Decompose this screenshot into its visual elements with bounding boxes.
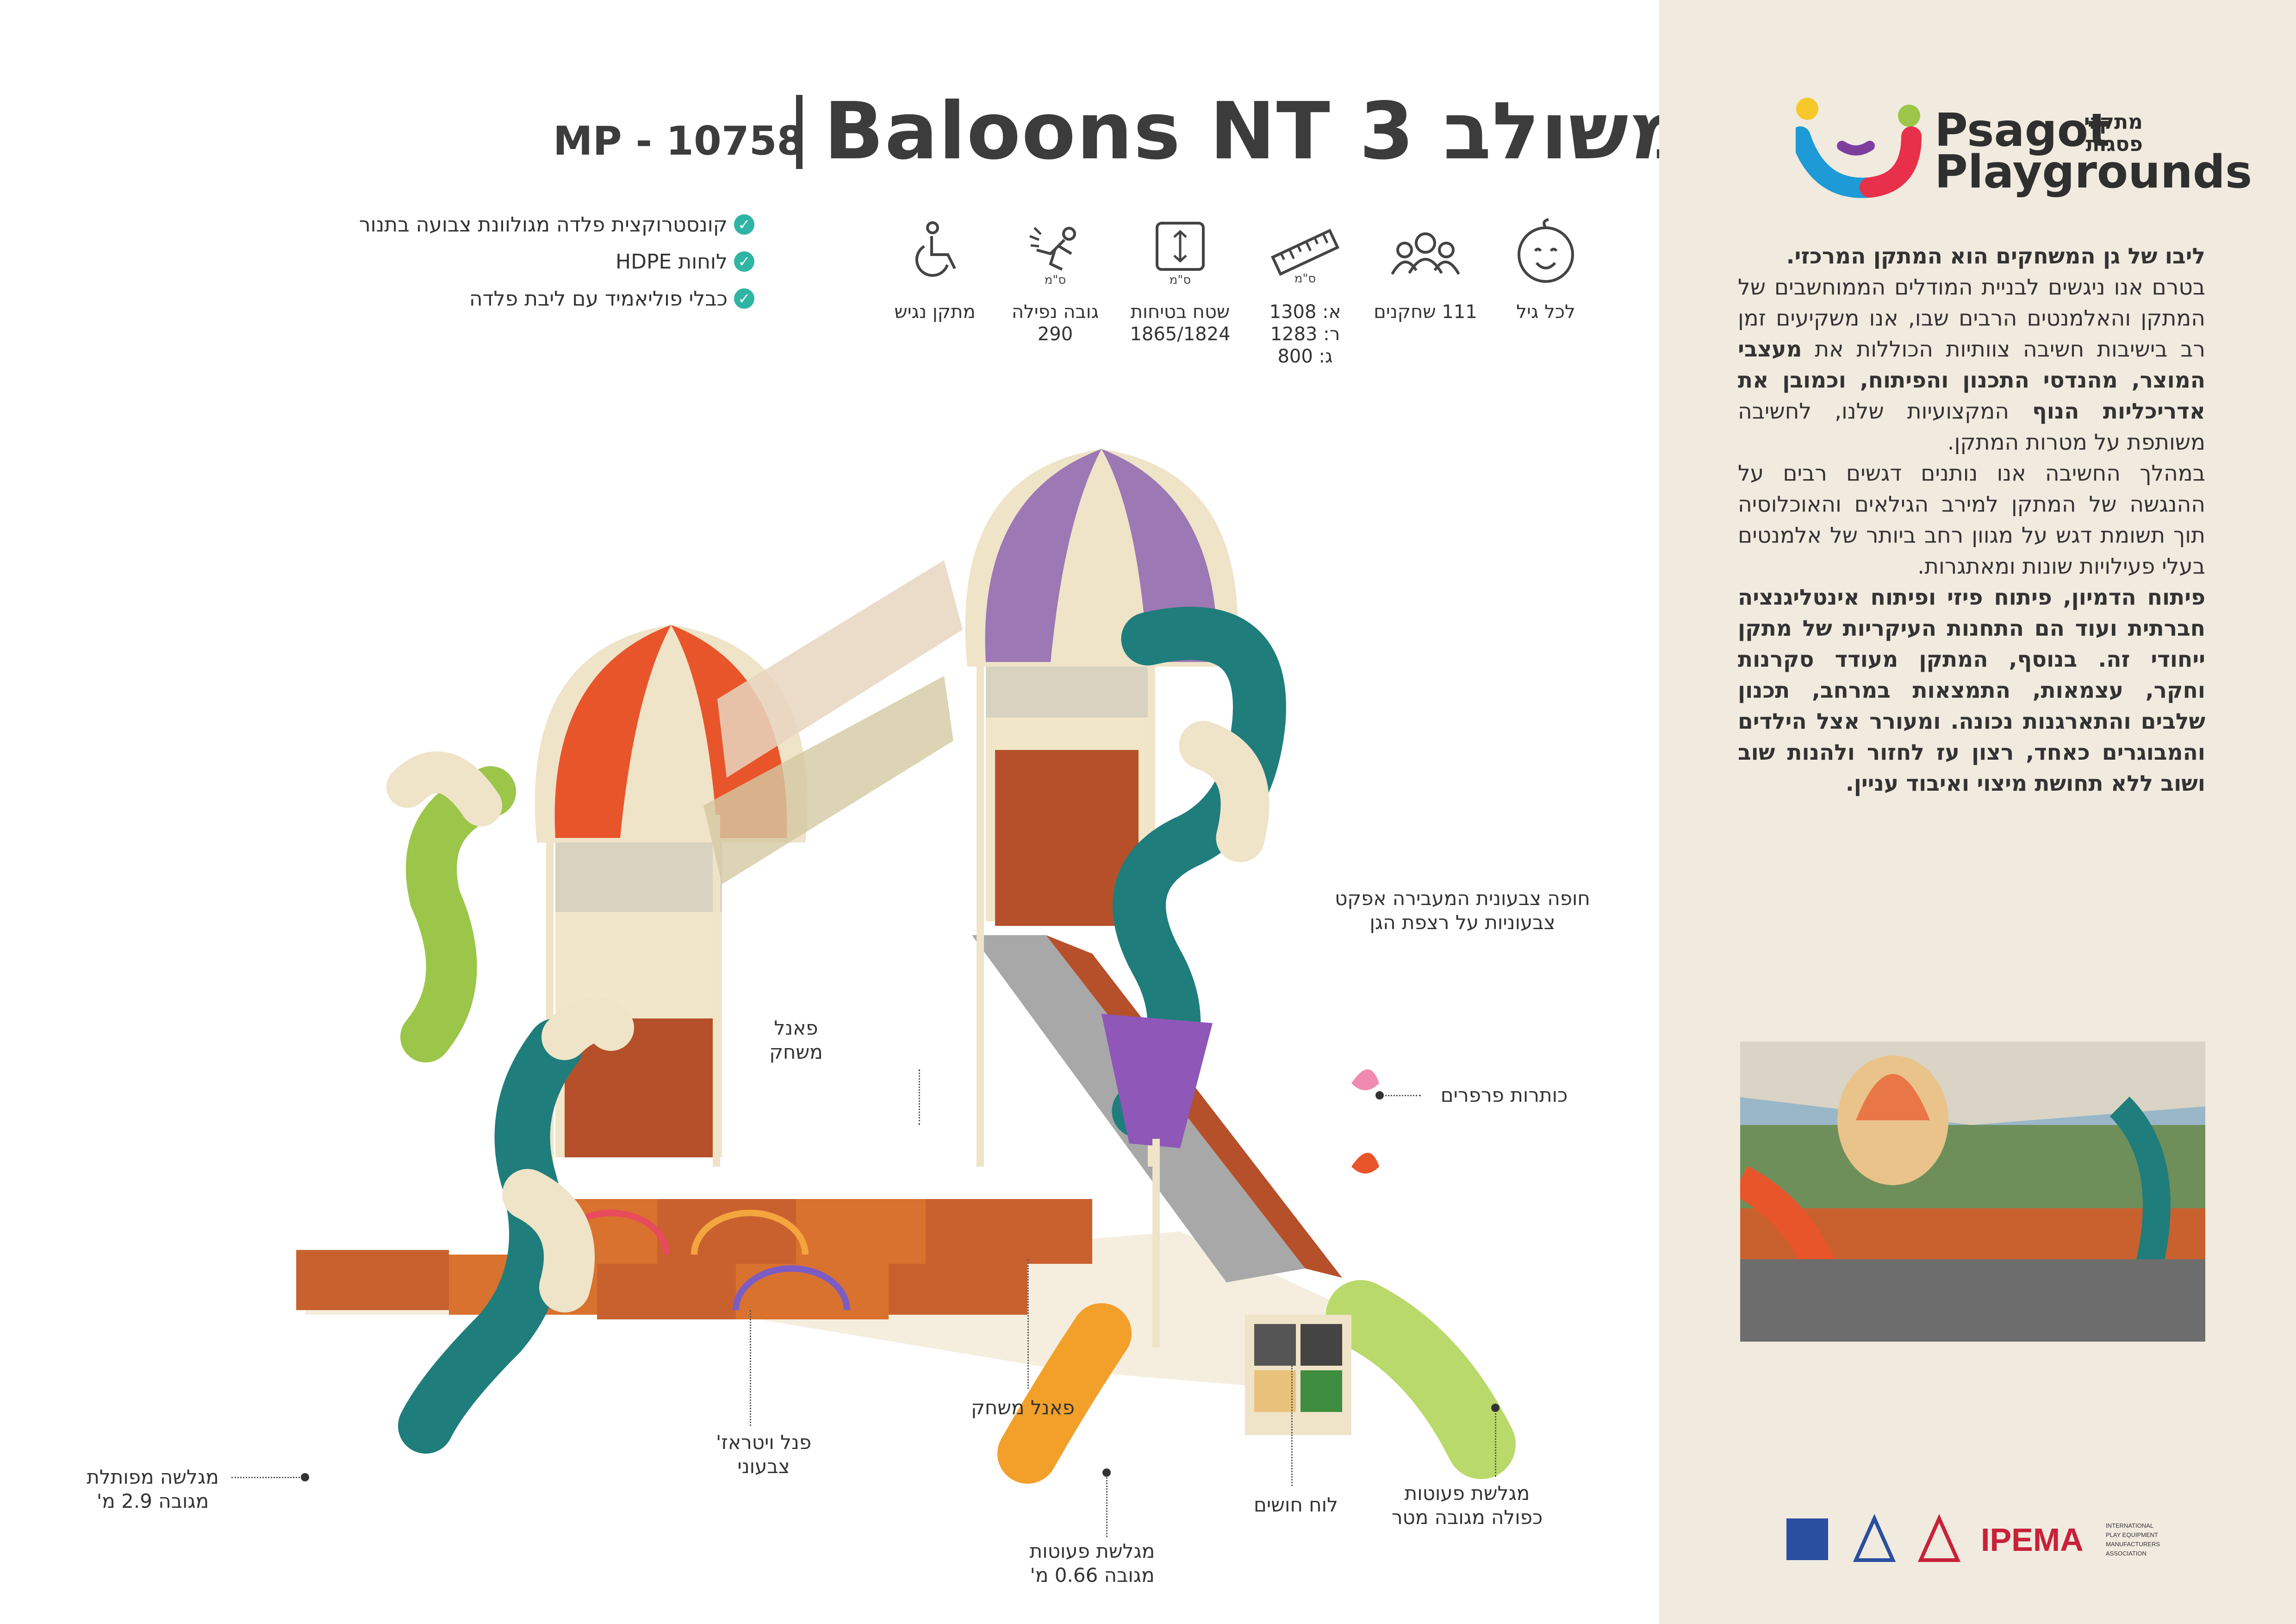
leader-line [750, 1310, 751, 1426]
callout-game-panel-bottom: פאנל משחק [971, 1396, 1075, 1419]
check-icon: ✓ [734, 251, 754, 272]
callout-tube-slide-small: מגלשת פעוטות מגובה 0.66 מ' [1029, 1540, 1155, 1587]
title-separator [796, 95, 803, 169]
orange-balloon-tower [535, 625, 808, 1167]
check-icon: ✓ [734, 214, 754, 235]
svg-text:PLAY EQUIPMENT: PLAY EQUIPMENT [2106, 1531, 2158, 1538]
leader-line [919, 1069, 920, 1125]
spec-safety-area: ס"מ שטח בטיחות 1865/1824 [1120, 218, 1240, 345]
leader-dot [1102, 1468, 1111, 1477]
leader-line [1106, 1472, 1108, 1537]
brand-name-line2: Playgrounds [1935, 146, 2252, 199]
leader-dot [1491, 1404, 1500, 1412]
safety-area-icon: ס"מ [1156, 222, 1205, 287]
features-list: ✓קונסטרוקצית פלדה מגולוונת צבועה בתנור ✓… [352, 206, 754, 317]
description-p3: פיתוח הדמיון, פיתוח פיזי ופיתוח אינטליגנ… [1738, 585, 2205, 796]
svg-text:IPEMA: IPEMA [1981, 1522, 2084, 1558]
spec-fall-height: ס"מ גובה נפילה 290 [1004, 218, 1106, 345]
leader-dot [1375, 1091, 1384, 1099]
baby-face-icon [1518, 218, 1574, 283]
callout-canopy: חופה צבעונית המעבירה אפקט צבעוניות על רצ… [1335, 887, 1590, 934]
svg-text:MANUFACTURERS: MANUFACTURERS [2106, 1541, 2160, 1548]
callout-double-slide: מגלשת פעוטות כפולה מגובה מטר [1391, 1482, 1543, 1529]
group-icon [1391, 232, 1460, 275]
page-title: Baloons NT 3 משולב [824, 86, 1687, 177]
spec-dimensions: ס"מ א: 1308 ר: 1283 ג: 800 [1259, 218, 1351, 368]
spec-players: 111 שחקנים [1361, 218, 1490, 323]
description-p1: ליבו של גן המשחקים הוא המתקן המרכזי.בטרם… [1738, 244, 2205, 455]
leader-dot [301, 1473, 309, 1481]
feature-item: ✓לוחות HDPE [352, 243, 754, 280]
svg-text:INTERNATIONAL: INTERNATIONAL [2106, 1522, 2153, 1529]
falling-person-icon: ס"מ [1029, 227, 1076, 287]
spec-age: לכל גיל [1495, 218, 1597, 323]
certification-logos: IPEMA INTERNATIONAL PLAY EQUIPMENT MANUF… [1786, 1514, 2160, 1562]
feature-item: ✓כבלי פוליאמיד עם ליבת פלדה [352, 280, 754, 317]
playground-illustration [296, 449, 1516, 1484]
callout-stained-panel: פנל ויטראז' צבעוני [716, 1431, 812, 1478]
playground-photo [1740, 1042, 2205, 1342]
svg-text:ASSOCIATION: ASSOCIATION [2106, 1550, 2147, 1557]
svg-text:ס"מ: ס"מ [1170, 273, 1191, 287]
svg-text:ס"מ: ס"מ [1294, 272, 1316, 286]
leader-line [1027, 1259, 1029, 1389]
feature-item: ✓קונסטרוקצית פלדה מגולוונת צבועה בתנור [352, 206, 754, 243]
leader-line [231, 1477, 305, 1478]
callout-spiral-slide: מגלשה מפותלת מגובה 2.9 מ' [87, 1466, 219, 1512]
psagot-logo [1796, 98, 1922, 198]
info-panel [1659, 0, 2296, 1624]
callout-game-panel-top: פאנל משחק [769, 1017, 823, 1063]
wheelchair-icon [915, 221, 956, 277]
description: ליבו של גן המשחקים הוא המתקן המרכזי.בטרם… [1738, 241, 2205, 799]
fence-panels [296, 1199, 1092, 1319]
leader-line [1379, 1095, 1421, 1096]
svg-text:ס"מ: ס"מ [1045, 273, 1066, 287]
leader-line [1291, 1366, 1293, 1486]
brand-hebrew: מתקני פסגות [2084, 110, 2143, 156]
ruler-icon: ס"מ [1270, 229, 1340, 286]
product-code: MP - 10758 [553, 118, 805, 164]
check-icon: ✓ [734, 288, 754, 309]
leader-line [1495, 1407, 1496, 1477]
description-p2: במהלך החשיבה אנו נותנים דגשים רבים על הה… [1738, 461, 2205, 579]
callout-sense-board: לוח חושים [1253, 1493, 1338, 1516]
callout-butterflies: כותרות פרפרים [1440, 1084, 1568, 1106]
spec-accessible: מתקן נגיש [884, 218, 986, 323]
brand-name-line1: Psagot [1935, 104, 2110, 157]
